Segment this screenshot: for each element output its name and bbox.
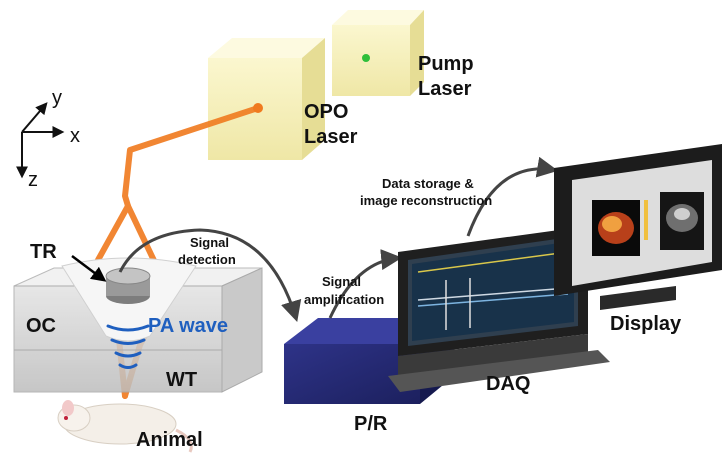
signal-amplification-label-line1: Signal	[322, 274, 361, 289]
pump-laser-label-line1: Pump	[418, 53, 474, 75]
oc-label: OC	[26, 315, 56, 337]
mouse-image	[57, 400, 193, 453]
signal-amplification-label-line2: amplification	[304, 292, 384, 307]
daq-monitor	[388, 226, 610, 392]
pump-beam-dot	[362, 54, 370, 62]
daq-label: DAQ	[486, 373, 530, 395]
pump-laser-box	[332, 10, 424, 96]
signal-detection-arrow	[118, 228, 302, 323]
display-label: Display	[610, 313, 682, 335]
opo-laser-label-line2: Laser	[304, 126, 358, 148]
data-storage-arrow	[466, 156, 559, 237]
data-storage-label-line2: image reconstruction	[360, 193, 492, 208]
opo-laser-label-line1: OPO	[304, 101, 348, 123]
signal-detection-label-line2: detection	[178, 252, 236, 267]
display-image-right	[660, 192, 704, 250]
signal-amplification-arrow	[328, 249, 403, 319]
axis-z-label: z	[28, 169, 38, 191]
signal-detection-label-line1: Signal	[190, 235, 229, 250]
tr-pointer	[71, 255, 107, 282]
wt-label: WT	[166, 369, 197, 391]
pump-laser-label-line2: Laser	[418, 78, 472, 100]
tr-label: TR	[30, 241, 57, 263]
axis-y-label: y	[52, 87, 62, 109]
pa-wave-arcs	[106, 324, 150, 369]
data-storage-label-line1: Data storage &	[382, 176, 474, 191]
transducer	[105, 267, 151, 304]
axis-x-label: x	[70, 125, 80, 147]
display-image-left	[592, 200, 648, 256]
pa-wave-label: PA wave	[148, 315, 228, 337]
animal-label: Animal	[136, 429, 203, 451]
opo-beam-dot	[253, 103, 263, 113]
pr-label: P/R	[354, 413, 388, 435]
coordinate-axes	[16, 102, 65, 179]
display-monitor	[554, 144, 722, 310]
